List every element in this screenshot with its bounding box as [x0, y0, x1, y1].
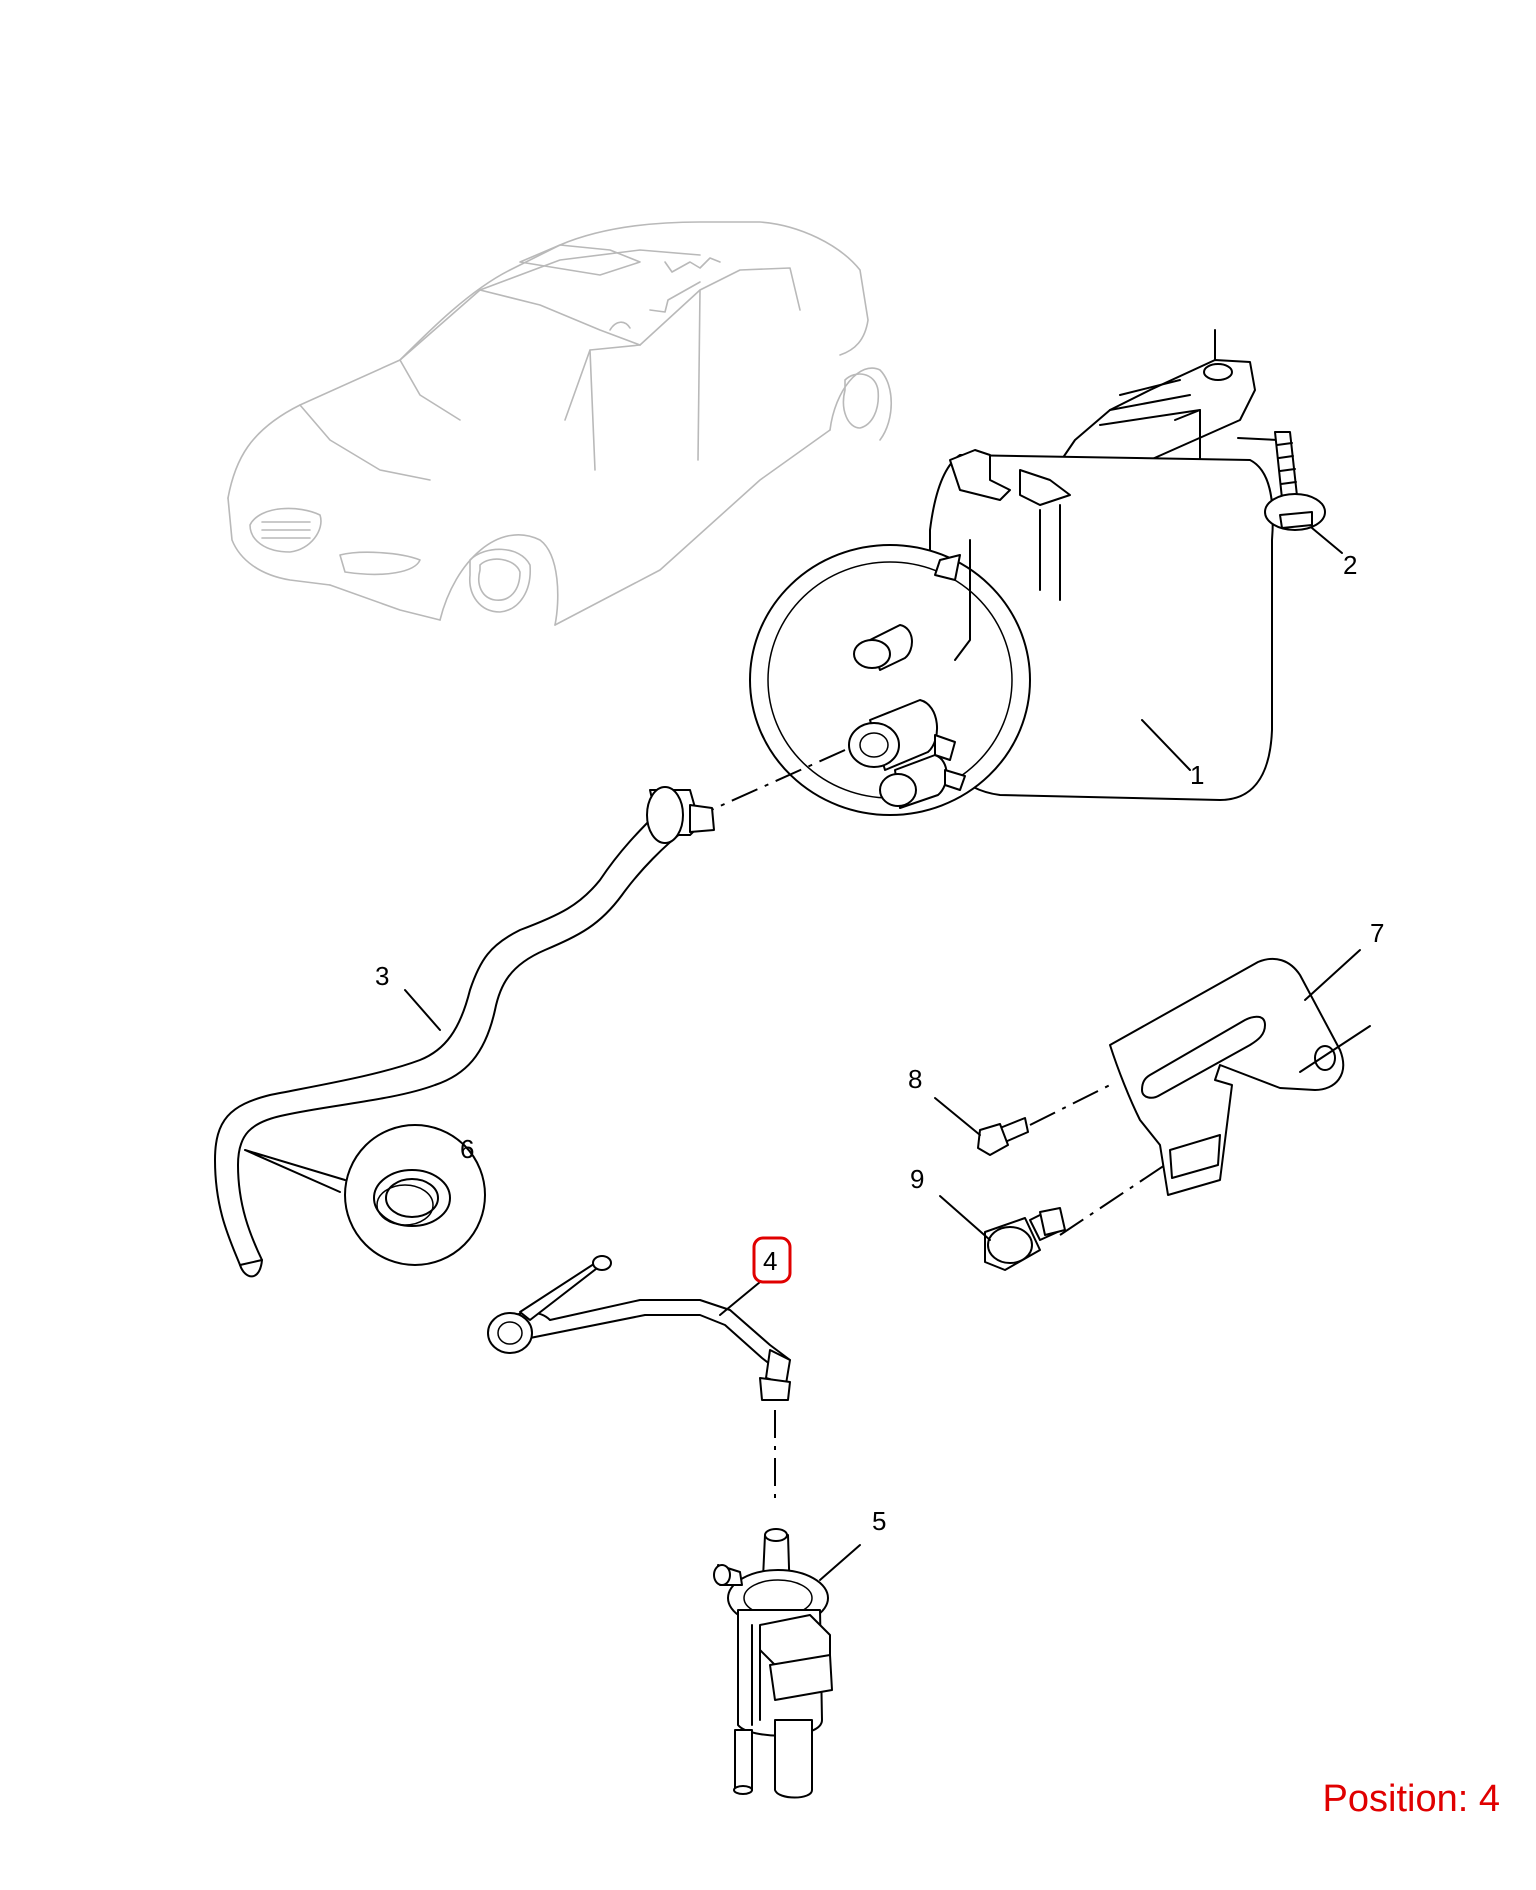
callout-3: 3 — [375, 961, 389, 991]
callout-2: 2 — [1343, 550, 1357, 580]
callout-4: 4 — [763, 1246, 777, 1276]
grommet-detail-part-6 — [244, 1124, 486, 1266]
bolt-part-9 — [984, 1164, 1166, 1271]
bracket-part-7 — [1109, 957, 1371, 1196]
callout-6: 6 — [460, 1134, 474, 1164]
callout-5: 5 — [872, 1506, 886, 1536]
leader-2 — [1311, 527, 1343, 554]
position-label: Position: 4 — [1322, 1778, 1500, 1820]
hose-part-3 — [214, 786, 715, 1278]
callout-4-highlight — [752, 1236, 792, 1284]
assembly-line-canister-hose — [699, 749, 846, 816]
pipe-part-4 — [487, 1255, 791, 1401]
bolt-part-2 — [1237, 431, 1326, 531]
vehicle-illustration — [227, 221, 893, 626]
leader-4 — [719, 1281, 761, 1316]
canister-part-1 — [749, 329, 1274, 816]
callout-7: 7 — [1370, 918, 1384, 948]
leader-9 — [939, 1195, 991, 1241]
callout-1: 1 — [1190, 760, 1204, 790]
leader-8 — [934, 1097, 981, 1136]
leader-5 — [819, 1544, 861, 1581]
callout-9: 9 — [910, 1164, 924, 1194]
leader-7 — [1304, 949, 1361, 1001]
bolt-part-8 — [977, 1084, 1111, 1156]
valve-part-5 — [713, 1528, 833, 1799]
leader-3 — [404, 989, 441, 1031]
leader-1 — [1141, 719, 1191, 771]
callout-8: 8 — [908, 1064, 922, 1094]
